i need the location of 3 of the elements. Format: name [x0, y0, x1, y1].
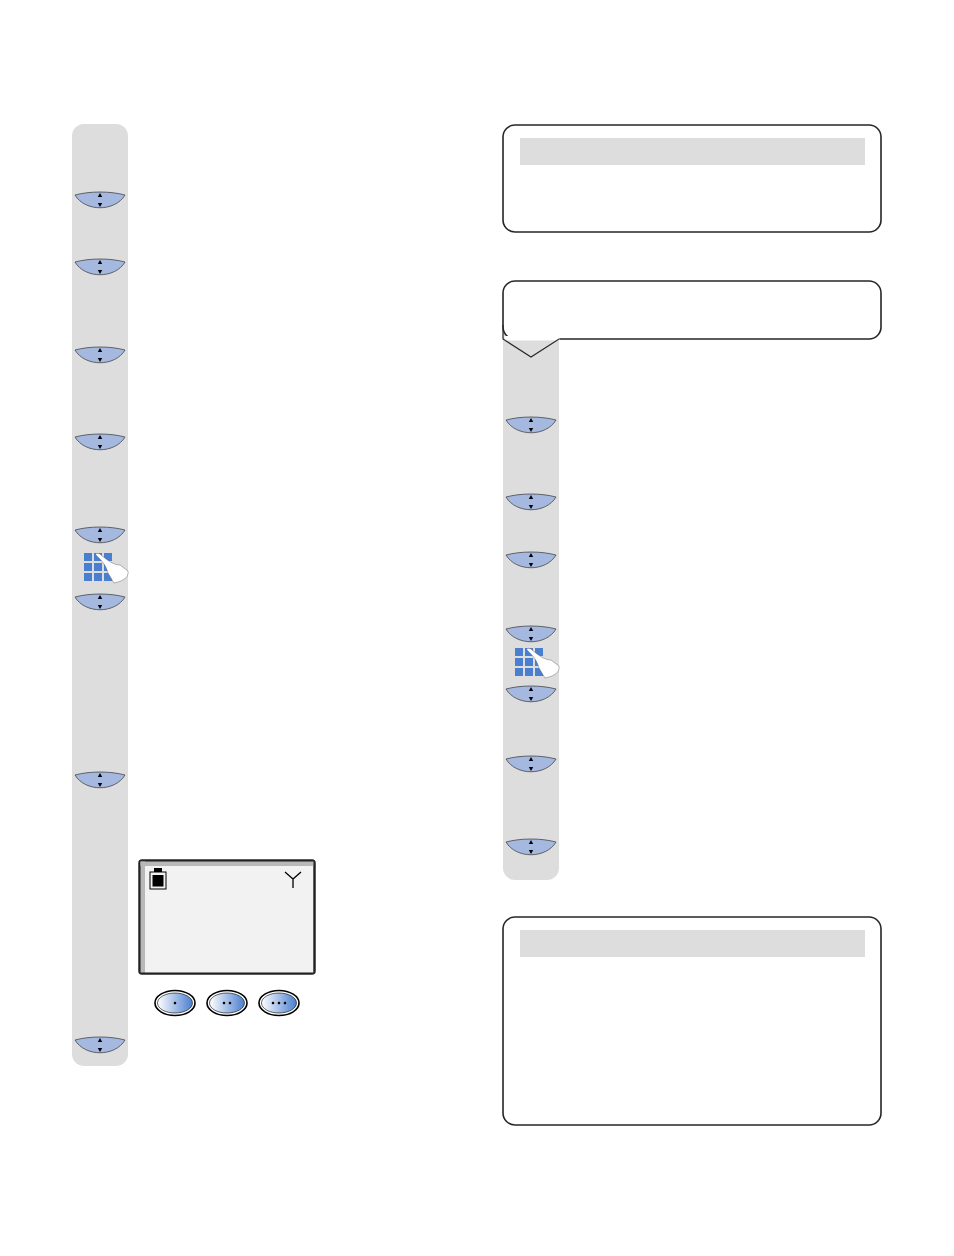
info-box	[502, 916, 882, 1126]
info-box	[502, 124, 882, 233]
callout-box	[502, 280, 882, 358]
